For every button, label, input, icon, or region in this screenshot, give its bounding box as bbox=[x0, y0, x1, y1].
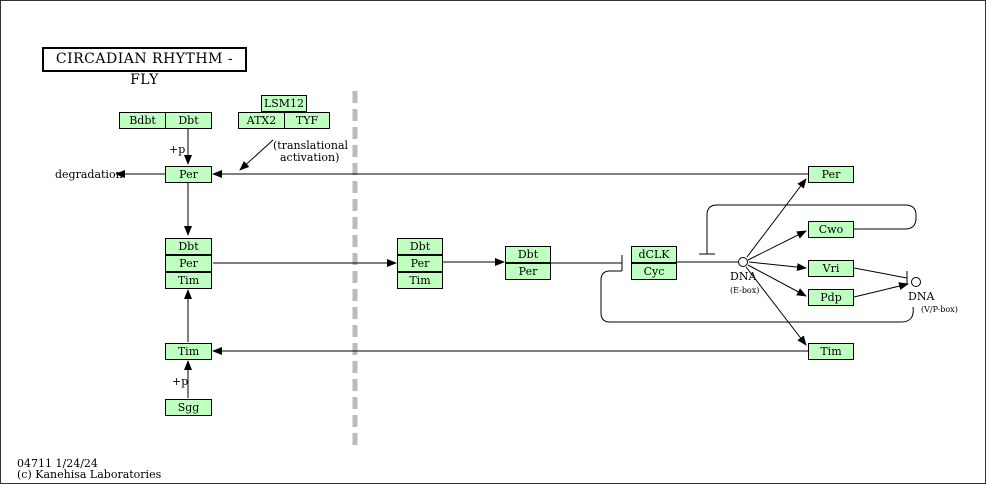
edge-pdp-to-vp bbox=[853, 282, 909, 298]
edge-dna-to-cwo bbox=[747, 230, 807, 261]
translational-label-line1: (translational bbox=[273, 139, 349, 152]
gene-per-complex-left[interactable]: Per bbox=[165, 255, 212, 272]
gene-tim-bottom[interactable]: Tim bbox=[165, 343, 212, 360]
gene-per-complex-middle[interactable]: Per bbox=[397, 255, 443, 272]
gene-pdp[interactable]: Pdp bbox=[808, 289, 854, 306]
vpbox-label: (V/P-box) bbox=[921, 305, 958, 314]
dna-vpbox-label: DNA bbox=[908, 290, 935, 303]
gene-dbt-complex-left[interactable]: Dbt bbox=[165, 238, 212, 255]
phospho-label-top: +p bbox=[169, 143, 186, 156]
dna-ebox-label: DNA bbox=[730, 270, 757, 283]
dna-ebox-node bbox=[738, 257, 748, 267]
gene-sgg[interactable]: Sgg bbox=[165, 399, 212, 416]
gene-dbt-top[interactable]: Dbt bbox=[165, 112, 212, 129]
copyright: (c) Kanehisa Laboratories bbox=[17, 468, 162, 481]
gene-dbt-right[interactable]: Dbt bbox=[505, 246, 551, 263]
edge-dna-to-tim-out bbox=[745, 266, 807, 346]
gene-tim-output[interactable]: Tim bbox=[808, 343, 854, 360]
edge-vri-inhibits-vp bbox=[853, 267, 908, 279]
gene-cwo[interactable]: Cwo bbox=[808, 221, 854, 238]
degradation-label: degradation bbox=[55, 168, 123, 181]
edge-cwo-loop-inhibit bbox=[706, 204, 917, 254]
ebox-label: (E-box) bbox=[730, 286, 760, 295]
edge-translational-to-per bbox=[239, 139, 274, 171]
gene-tyf[interactable]: TYF bbox=[284, 112, 330, 129]
gene-tim-complex-middle[interactable]: Tim bbox=[397, 272, 443, 289]
edge-dna-to-pdp bbox=[747, 264, 807, 297]
gene-dbt-complex-middle[interactable]: Dbt bbox=[397, 238, 443, 255]
gene-dclk[interactable]: dCLK bbox=[631, 246, 677, 263]
gene-tim-complex-left[interactable]: Tim bbox=[165, 272, 212, 289]
dna-vpbox-node bbox=[911, 277, 921, 287]
phospho-label-bottom: +p bbox=[172, 375, 189, 388]
gene-atx2[interactable]: ATX2 bbox=[238, 112, 285, 129]
gene-lsm12[interactable]: LSM12 bbox=[261, 95, 307, 112]
gene-per-right[interactable]: Per bbox=[505, 263, 551, 280]
gene-cyc[interactable]: Cyc bbox=[631, 263, 677, 280]
gene-per-output[interactable]: Per bbox=[808, 166, 854, 183]
gene-vri[interactable]: Vri bbox=[808, 260, 854, 277]
edge-vp-loop-to-dclk bbox=[600, 270, 914, 323]
map-id-date: 04711 1/24/24 bbox=[17, 457, 98, 470]
gene-bdbt[interactable]: Bdbt bbox=[119, 112, 166, 129]
map-title: CIRCADIAN RHYTHM - FLY bbox=[42, 47, 247, 88]
translational-label-line2: activation) bbox=[280, 151, 340, 164]
edge-dna-to-per-out bbox=[746, 178, 807, 258]
edge-dna-to-vri bbox=[748, 261, 807, 272]
gene-per-top[interactable]: Per bbox=[165, 166, 212, 183]
